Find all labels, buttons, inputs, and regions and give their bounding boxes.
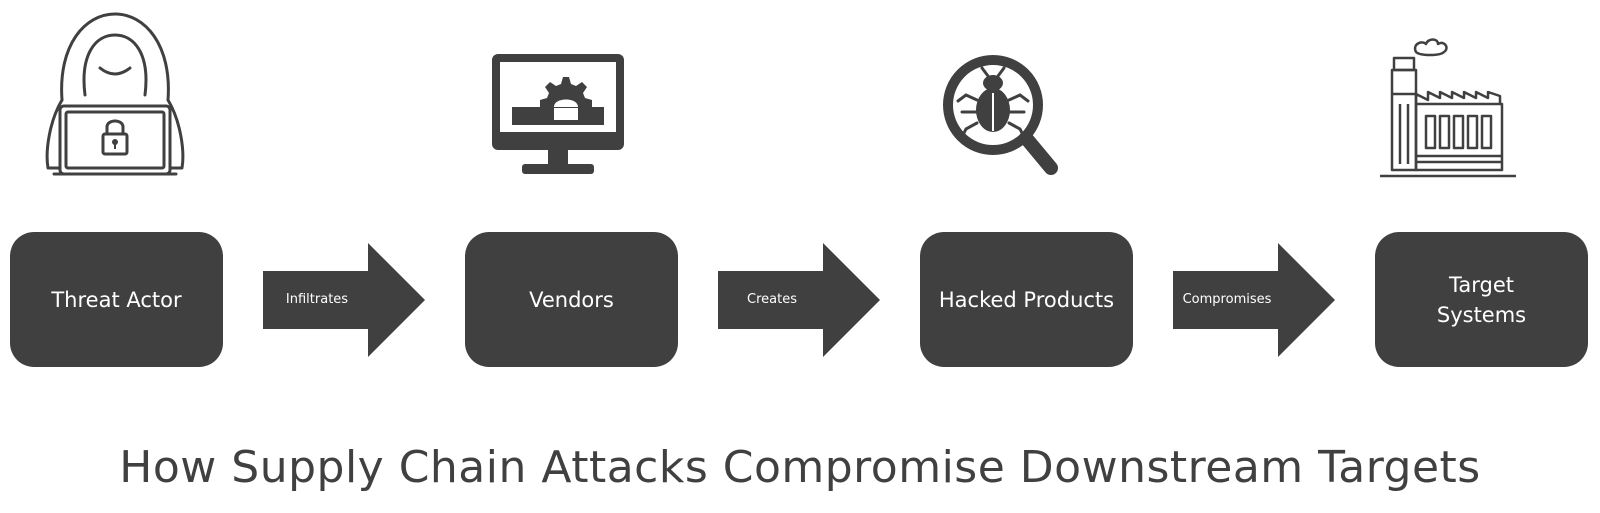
arrow-shape xyxy=(1173,243,1335,357)
step-box-vendors: Vendors xyxy=(465,232,678,367)
hooded-hacker-laptop-icon xyxy=(45,12,185,176)
arrow-label: Infiltrates xyxy=(285,292,349,307)
arrow-label: Creates xyxy=(747,292,797,307)
step-box-target-systems: Target Systems xyxy=(1375,232,1588,367)
diagram-title: How Supply Chain Attacks Compromise Down… xyxy=(119,442,1481,493)
flow-arrow-compromises: Compromises xyxy=(1173,243,1335,357)
step-box-threat-actor: Threat Actor xyxy=(10,232,223,367)
bug-magnifier-icon xyxy=(943,55,1058,175)
monitor-gear-icon xyxy=(492,54,624,174)
arrow-label: Compromises xyxy=(1182,292,1272,307)
step-label: Threat Actor xyxy=(51,287,182,312)
step-label: Vendors xyxy=(529,287,614,312)
arrow-shape xyxy=(718,243,880,357)
factory-icon xyxy=(1380,38,1516,178)
flow-arrow-infiltrates: Infiltrates xyxy=(263,243,425,357)
arrow-shape xyxy=(263,243,425,357)
step-label: Hacked Products xyxy=(938,287,1115,312)
flow-arrow-creates: Creates xyxy=(718,243,880,357)
step-label: Target Systems xyxy=(1436,272,1527,327)
step-box-hacked-products: Hacked Products xyxy=(920,232,1133,367)
